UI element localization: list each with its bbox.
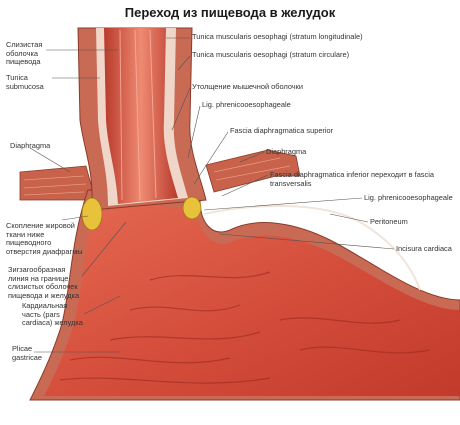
label-submucosa: Tunica submucosa <box>6 73 44 91</box>
label-circulare: Tunica muscularis oesophagi (stratum cir… <box>192 50 350 59</box>
label-longitudinal: Tunica muscularis oesophagi (stratum lon… <box>192 32 363 41</box>
esophagus-mucosa <box>104 28 178 204</box>
label-zigzag: Зигзагообразная линия на границе слизист… <box>8 265 80 300</box>
leader-lines-right <box>166 37 395 250</box>
label-cardia: Кардиальная часть (pars cardiaca) желудк… <box>22 301 83 328</box>
label-mucosa: Слизистая оболочка пищевода <box>6 40 43 67</box>
diaphragm-right-shape <box>205 149 301 193</box>
label-peritoneum: Peritoneum <box>370 217 408 226</box>
peritoneum-line <box>203 204 421 291</box>
label-diaphragm-right: Diaphragma <box>266 147 307 156</box>
fat-pad-left <box>81 197 103 231</box>
label-incisura: Incisura cardiaca <box>396 244 452 253</box>
leader-lines-left <box>29 49 127 353</box>
label-lig-top: Lig. phrenicooesophageale <box>202 100 291 109</box>
fat-pad-right <box>182 196 202 220</box>
label-fat: Скопление жировой ткани ниже пищеводного… <box>6 221 83 256</box>
label-fascia-sup: Fascia diaphragmatica superior <box>230 126 334 135</box>
label-diaphragm-left: Diaphragma <box>10 141 51 150</box>
diaphragm-right-fibers <box>213 157 291 181</box>
diagram-title: Переход из пищевода в желудок <box>124 5 336 20</box>
label-plicae: Plicae gastricae <box>12 344 42 362</box>
esophagus-folds <box>119 29 157 201</box>
label-thickening: Утолщение мышечной оболочки <box>192 82 303 91</box>
diaphragm-left-fibers <box>23 175 87 196</box>
label-fascia-inf: Fascia diaphragmatica inferior переходит… <box>270 170 434 188</box>
plicae-gastricae <box>59 271 431 384</box>
stomach-mucosa <box>44 198 460 396</box>
label-lig-bottom: Lig. phrenicooesophageale <box>364 193 453 202</box>
